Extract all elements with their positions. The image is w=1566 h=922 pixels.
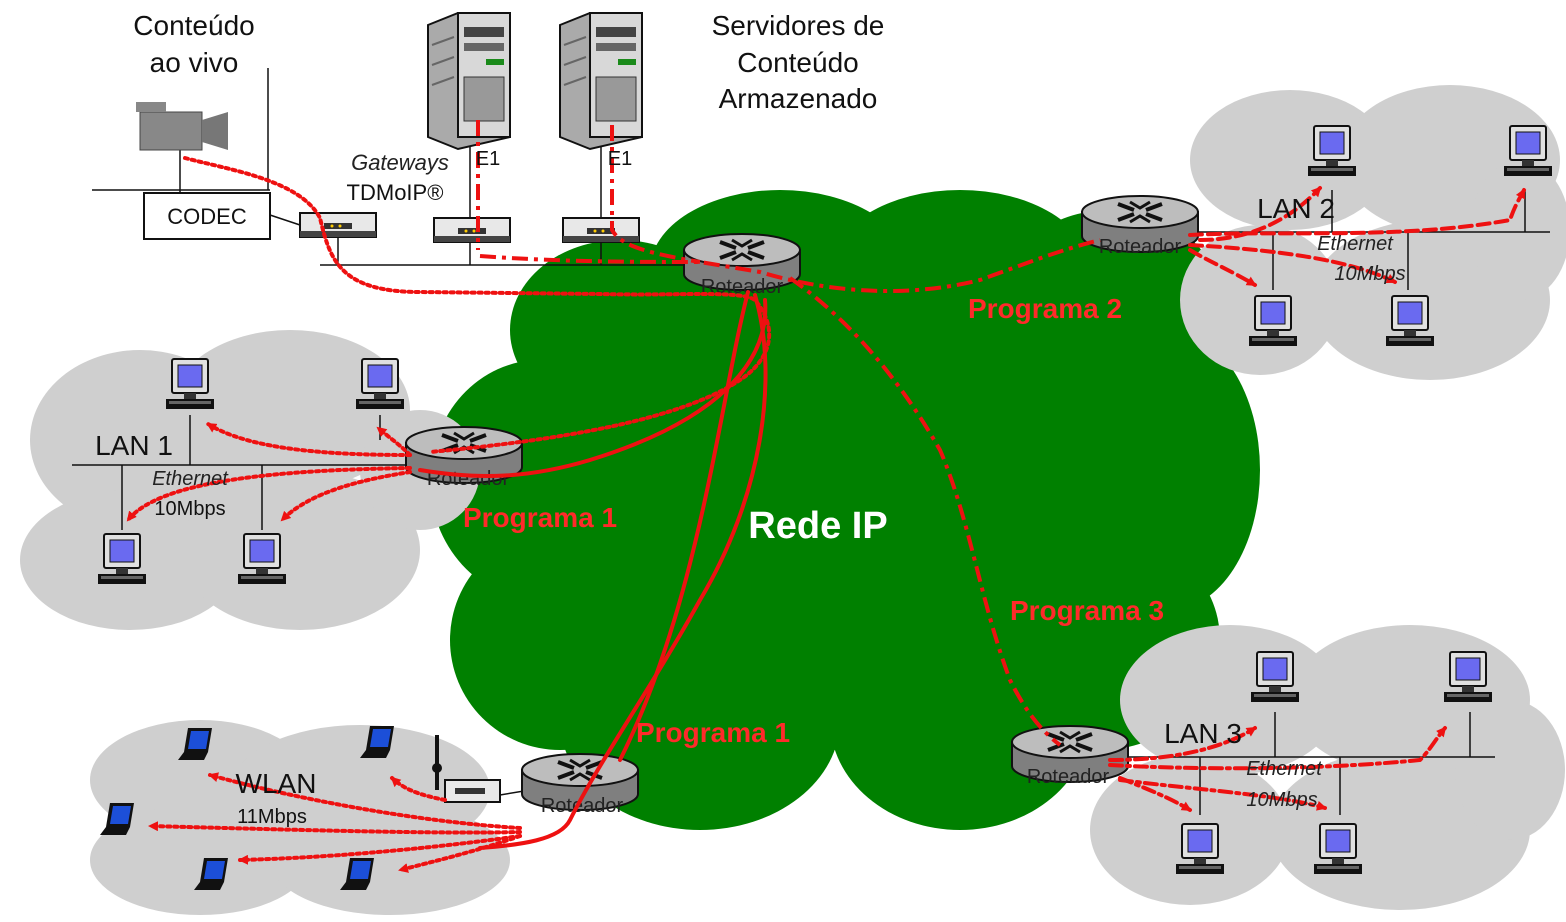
video-camera-icon	[135, 101, 229, 151]
svg-text:Roteador: Roteador	[701, 276, 784, 298]
e1-label: E1	[476, 148, 500, 170]
codec-box: CODEC	[143, 192, 271, 240]
gateway-icon	[433, 217, 511, 243]
tdmoip-label: TDMoIP®	[347, 180, 444, 205]
programa3-label: Programa 3	[1010, 595, 1164, 626]
desktop-computer-icon	[97, 533, 147, 585]
live-stream-path	[183, 156, 772, 454]
live-content-label-1: Conteúdo	[133, 10, 254, 41]
desktop-computer-icon	[1248, 295, 1298, 347]
live-content-label-2: ao vivo	[150, 47, 239, 78]
e1-label: E1	[608, 148, 632, 170]
speed-label: 10Mbps	[154, 498, 225, 520]
programa2-label: Programa 2	[968, 293, 1122, 324]
svg-text:Roteador: Roteador	[1027, 766, 1110, 788]
servers-label-2: Conteúdo	[737, 47, 858, 78]
desktop-computer-icon	[1385, 295, 1435, 347]
svg-text:Roteador: Roteador	[1099, 236, 1182, 258]
wireless-access-point-icon	[432, 735, 501, 803]
servers-label-1: Servidores de	[712, 10, 885, 41]
gateway-icon	[562, 217, 640, 243]
ethernet-label: Ethernet	[1317, 233, 1394, 255]
lan3-label: LAN 3	[1164, 718, 1242, 749]
svg-text:Roteador: Roteador	[541, 795, 624, 817]
programa1-label-2: Programa 1	[636, 717, 790, 748]
desktop-computer-icon	[1250, 651, 1300, 703]
wlan-speed-label: 11Mbps	[237, 806, 307, 828]
ethernet-label: Ethernet	[152, 468, 229, 490]
server-icon	[427, 12, 511, 150]
desktop-computer-icon	[1503, 125, 1553, 177]
lan1-label: LAN 1	[95, 430, 173, 461]
gateways-label: Gateways	[351, 150, 449, 175]
programa1-label: Programa 1	[463, 502, 617, 533]
gateway-icon	[299, 212, 377, 238]
desktop-computer-icon	[355, 358, 405, 410]
wlan-label: WLAN	[236, 768, 317, 799]
desktop-computer-icon	[1313, 823, 1363, 875]
speed-label: 10Mbps	[1246, 789, 1317, 811]
speed-label: 10Mbps	[1334, 263, 1405, 285]
desktop-computer-icon	[237, 533, 287, 585]
desktop-computer-icon	[1307, 125, 1357, 177]
lan1-cloud	[20, 330, 480, 630]
server-icon	[559, 12, 643, 150]
wlan-cloud	[90, 720, 510, 915]
desktop-computer-icon	[1175, 823, 1225, 875]
network-label: Rede IP	[748, 505, 887, 547]
lan2-label: LAN 2	[1257, 193, 1335, 224]
desktop-computer-icon	[1443, 651, 1493, 703]
servers-label-3: Armazenado	[719, 83, 878, 114]
desktop-computer-icon	[165, 358, 215, 410]
svg-text:CODEC: CODEC	[167, 204, 247, 229]
ethernet-label: Ethernet	[1246, 758, 1323, 780]
